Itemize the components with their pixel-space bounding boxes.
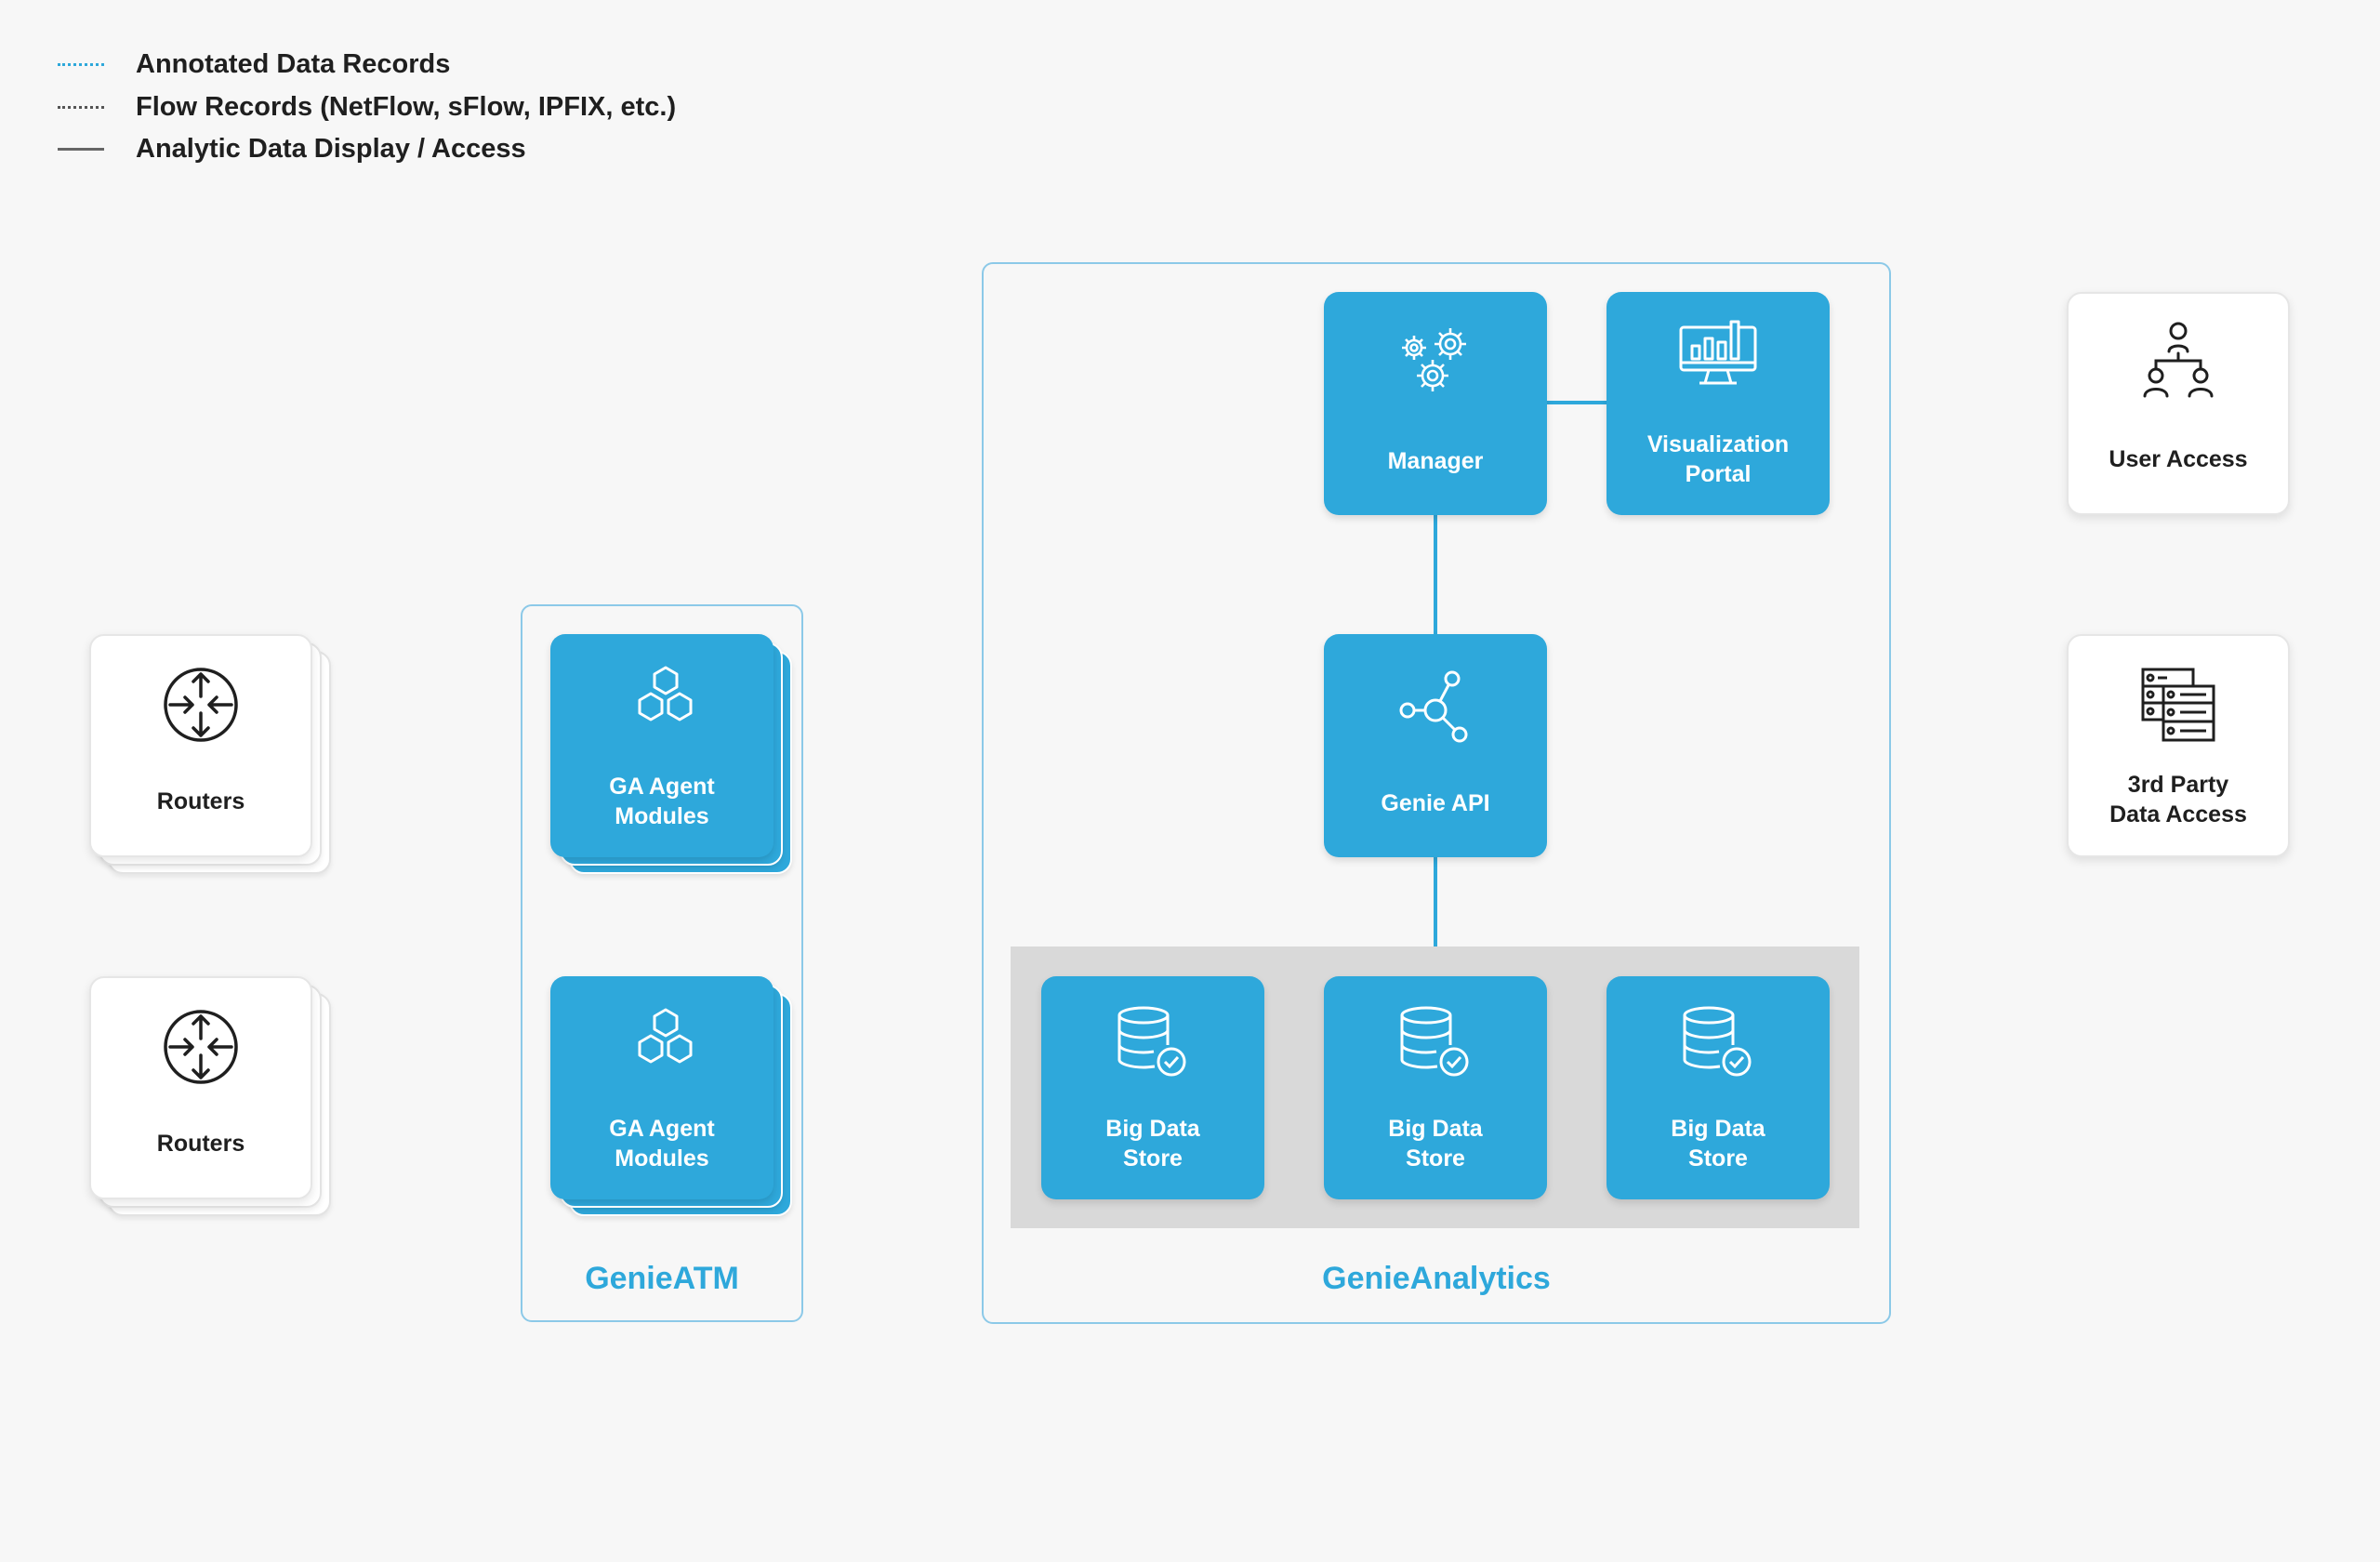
ga-agent-modules-card: GA Agent Modules xyxy=(550,634,774,857)
card-label: GA Agent Modules xyxy=(609,1116,715,1172)
big-data-store-card: Big Data Store xyxy=(1041,976,1264,1199)
monitor-chart-icon xyxy=(1673,309,1763,398)
card-label: Big Data Store xyxy=(1105,1116,1200,1172)
solid-line-icon xyxy=(58,147,104,151)
legend-item-flow: Flow Records (NetFlow, sFlow, IPFIX, etc… xyxy=(58,88,676,126)
visualization-portal-card: Visualization Portal xyxy=(1606,292,1830,515)
routers-card: Routers xyxy=(89,634,312,857)
legend-item-annotated: Annotated Data Records xyxy=(58,46,450,83)
legend-label: Annotated Data Records xyxy=(136,48,451,79)
big-data-store-card: Big Data Store xyxy=(1606,976,1830,1199)
card-label: Genie API xyxy=(1381,790,1490,816)
dotted-blue-line-icon xyxy=(58,62,104,66)
dotted-gray-line-icon xyxy=(58,105,104,109)
big-data-store-card: Big Data Store xyxy=(1324,976,1547,1199)
manager-card: Manager xyxy=(1324,292,1547,515)
card-label: 3rd Party Data Access xyxy=(2109,772,2247,827)
legend-label: Flow Records (NetFlow, sFlow, IPFIX, etc… xyxy=(136,91,677,122)
routers-card: Routers xyxy=(89,976,312,1199)
group-title: GenieAnalytics xyxy=(1322,1261,1551,1296)
group-title: GenieATM xyxy=(585,1261,739,1296)
database-check-icon xyxy=(1391,999,1480,1088)
org-users-icon xyxy=(2134,314,2223,404)
server-rack-icon xyxy=(2134,660,2223,749)
share-nodes-icon xyxy=(1391,662,1480,751)
genie-analytics-group: GenieAnalytics xyxy=(982,262,1891,1324)
legend-label: Analytic Data Display / Access xyxy=(136,133,526,164)
third-party-access-card: 3rd Party Data Access xyxy=(2067,634,2290,857)
database-check-icon xyxy=(1108,999,1197,1088)
card-label: GA Agent Modules xyxy=(609,774,715,829)
router-icon xyxy=(156,660,245,749)
genie-atm-group: GenieATM xyxy=(521,604,803,1322)
card-label: Manager xyxy=(1387,448,1484,474)
card-label: Routers xyxy=(156,788,245,814)
ga-agent-modules-card: GA Agent Modules xyxy=(550,976,774,1199)
legend-item-analytic: Analytic Data Display / Access xyxy=(58,130,526,167)
hexagon-cluster-icon xyxy=(617,658,707,748)
database-check-icon xyxy=(1673,999,1763,1088)
hexagon-cluster-icon xyxy=(617,1000,707,1090)
gears-icon xyxy=(1391,316,1480,405)
card-label: User Access xyxy=(2109,446,2248,472)
user-access-card: User Access xyxy=(2067,292,2290,515)
card-label: Routers xyxy=(156,1131,245,1157)
card-label: Visualization Portal xyxy=(1646,431,1790,487)
card-label: Big Data Store xyxy=(1388,1116,1483,1172)
router-icon xyxy=(156,1002,245,1092)
genie-api-card: Genie API xyxy=(1324,634,1547,857)
card-label: Big Data Store xyxy=(1671,1116,1765,1172)
